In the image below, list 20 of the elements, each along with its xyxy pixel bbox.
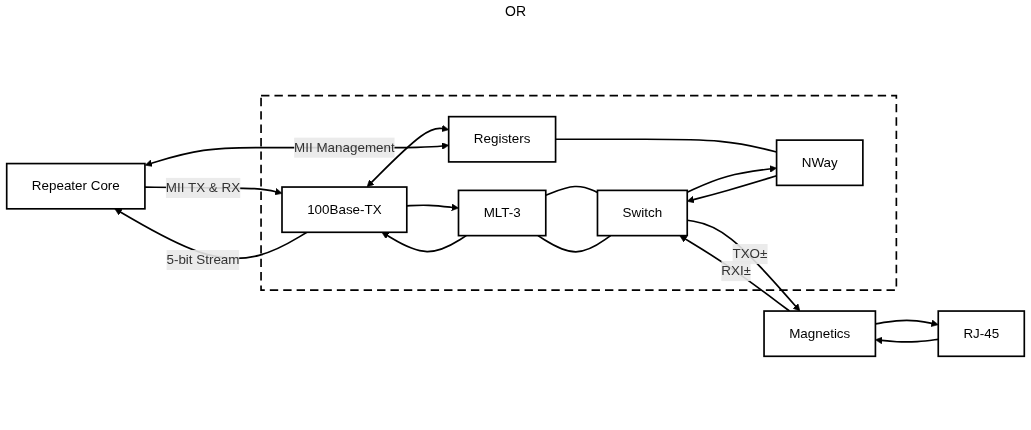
node-box: Registers [447, 115, 557, 163]
node-box: Repeater Core [5, 162, 146, 210]
note-text: OR [505, 3, 526, 19]
node-box: MLT-3 [457, 189, 547, 237]
edge-label: MII TX & RX [165, 180, 241, 195]
arrow [686, 165, 777, 194]
edge-label: 5-bit Stream [166, 252, 240, 267]
node-box: NWay [775, 139, 864, 187]
edge-label: RXI± [721, 263, 751, 278]
node-box: Switch [596, 189, 689, 237]
arrow [366, 124, 449, 188]
arrow [679, 235, 791, 312]
connector [537, 234, 612, 253]
node-box: Magnetics [763, 310, 877, 358]
node-box: 100Base-TX [281, 186, 408, 234]
edge-label: TXO± [732, 246, 768, 261]
arrow [381, 231, 468, 253]
edge-label: MII Management [294, 140, 395, 155]
node-box: RJ-45 [937, 310, 1026, 358]
cluster [260, 94, 898, 291]
